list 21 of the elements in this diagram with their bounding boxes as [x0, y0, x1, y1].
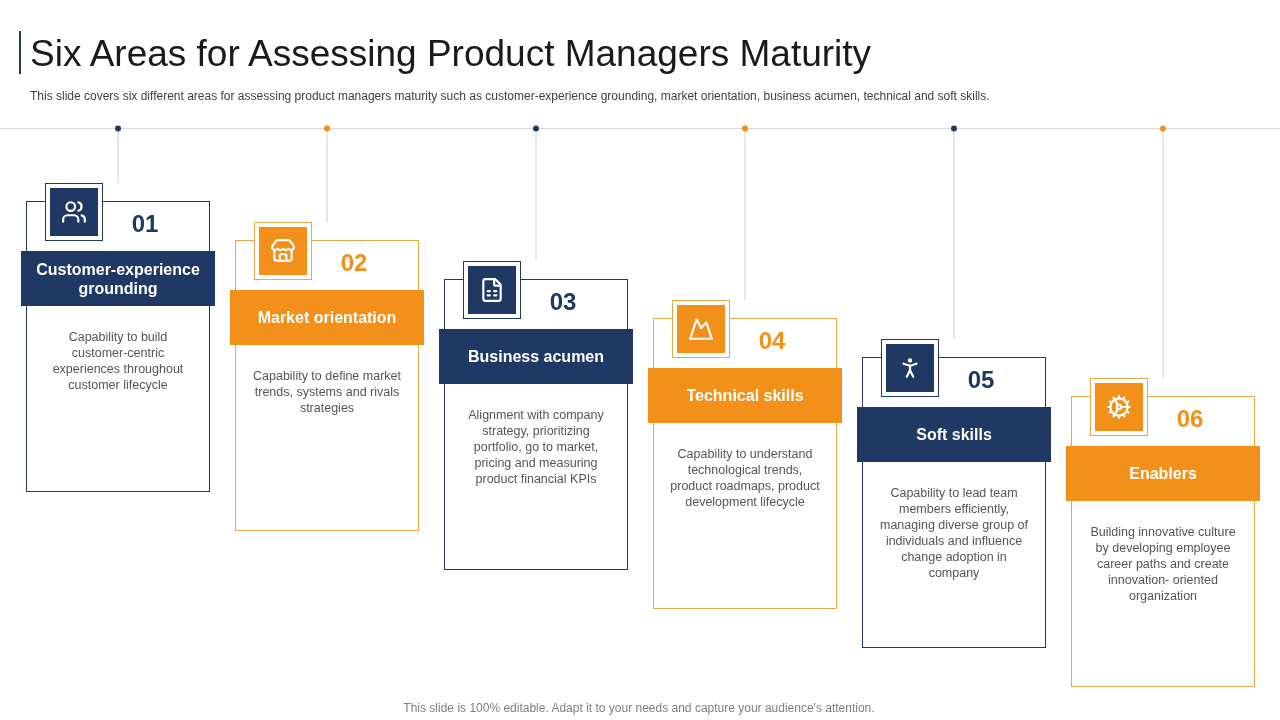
slide-title: Six Areas for Assessing Product Managers Maturity [30, 32, 872, 76]
card-description: Capability to define market trends, systems and rivals strategies [252, 368, 402, 416]
step-number: 05 [966, 366, 996, 394]
heading-band: Soft skills [857, 407, 1051, 462]
heading-band: Enablers [1066, 446, 1260, 501]
footer-note: This slide is 100% editable. Adapt it to your needs and capture your audience's attention. [402, 701, 876, 716]
step-number: 04 [757, 327, 787, 355]
heading-band: Market orientation [230, 290, 424, 345]
step-number: 03 [548, 288, 578, 316]
card-description: Building innovative culture by developing employee career paths and create innovation- oriented organization [1089, 524, 1237, 604]
step-number: 06 [1175, 405, 1205, 433]
heading-band: Business acumen [439, 329, 633, 384]
step-number: 01 [130, 210, 160, 238]
card-description: Capability to build customer-centric experiences throughout customer lifecycle [51, 329, 185, 393]
step-number: 02 [339, 249, 369, 277]
card-description: Alignment with company strategy, prioritizing portfolio, go to market, pricing and measuring product financial KPIs [467, 407, 605, 487]
heading-band: Customer-experience grounding [21, 251, 215, 306]
card-description: Capability to lead team members efficiently, managing diverse group of individuals and influence change adoption in company [879, 485, 1029, 581]
card-description: Capability to understand technological trends, product roadmaps, product development lifecycle [669, 446, 821, 510]
slide-subtitle: This slide covers six different areas for assessing product managers maturity such as customer-experience grounding, market orientation, business acumen, technical and soft skills. [30, 88, 990, 104]
heading-band: Technical skills [648, 368, 842, 423]
